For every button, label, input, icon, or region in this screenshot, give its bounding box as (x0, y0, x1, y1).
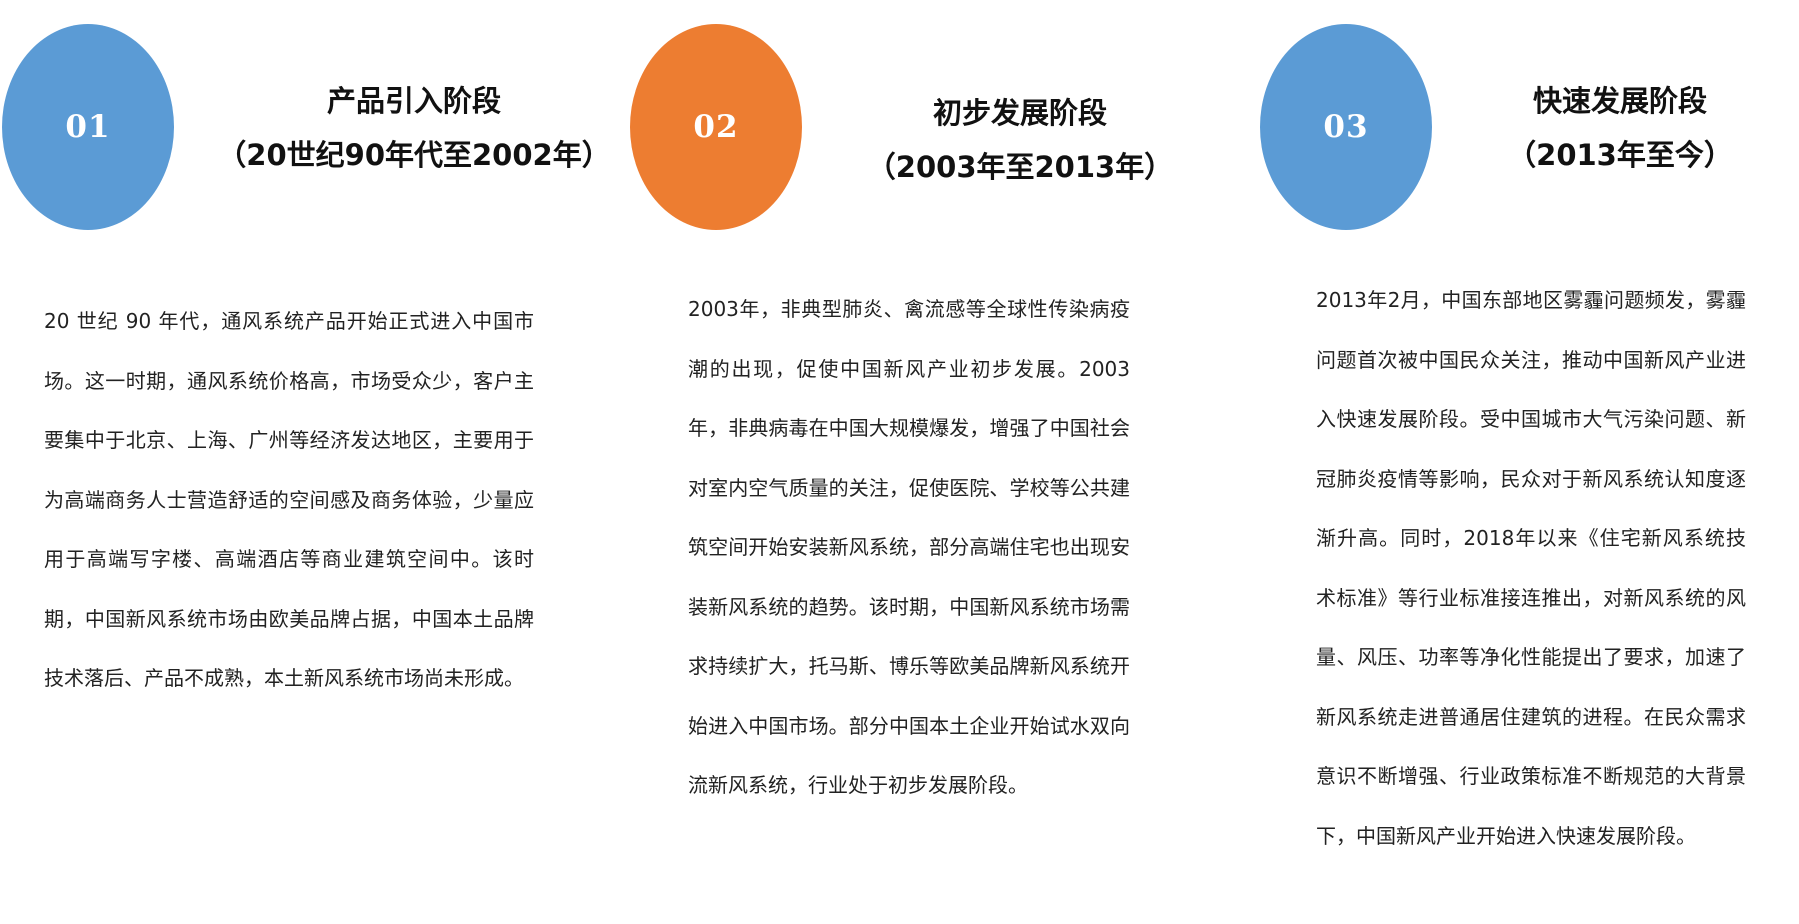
stage-1-badge: 01 (2, 24, 174, 230)
stage-1-period: （20世纪90年代至2002年） (217, 138, 611, 172)
stage-1-title-text: 产品引入阶段 (326, 84, 501, 118)
stage-3-body: 2013年2月，中国东部地区雾霾问题频发，雾霾问题首次被中国民众关注，推动中国新… (1316, 288, 1746, 848)
stage-2-number: 02 (693, 109, 739, 145)
stage-2-period: （2003年至2013年） (866, 150, 1174, 184)
stage-3-title: 快速发展阶段 （2013年至今） (1420, 80, 1799, 176)
stage-2-title: 初步发展阶段 （2003年至2013年） (790, 92, 1250, 188)
stage-2-title-text: 初步发展阶段 (932, 96, 1107, 130)
stage-1-body: 20 世纪 90 年代，通风系统产品开始正式进入中国市场。这一时期，通风系统价格… (44, 309, 534, 690)
stage-1-number: 01 (65, 109, 111, 145)
stage-3-number: 03 (1323, 109, 1369, 145)
stage-3-badge: 03 (1260, 24, 1432, 230)
stage-1-title: 产品引入阶段 （20世纪90年代至2002年） (184, 80, 644, 176)
stage-2-badge: 02 (630, 24, 802, 230)
stage-3-period: （2013年至今） (1507, 138, 1733, 172)
stage-2-body: 2003年，非典型肺炎、禽流感等全球性传染病疫潮的出现，促使中国新风产业初步发展… (688, 297, 1130, 797)
stage-3-title-text: 快速发展阶段 (1532, 84, 1707, 118)
